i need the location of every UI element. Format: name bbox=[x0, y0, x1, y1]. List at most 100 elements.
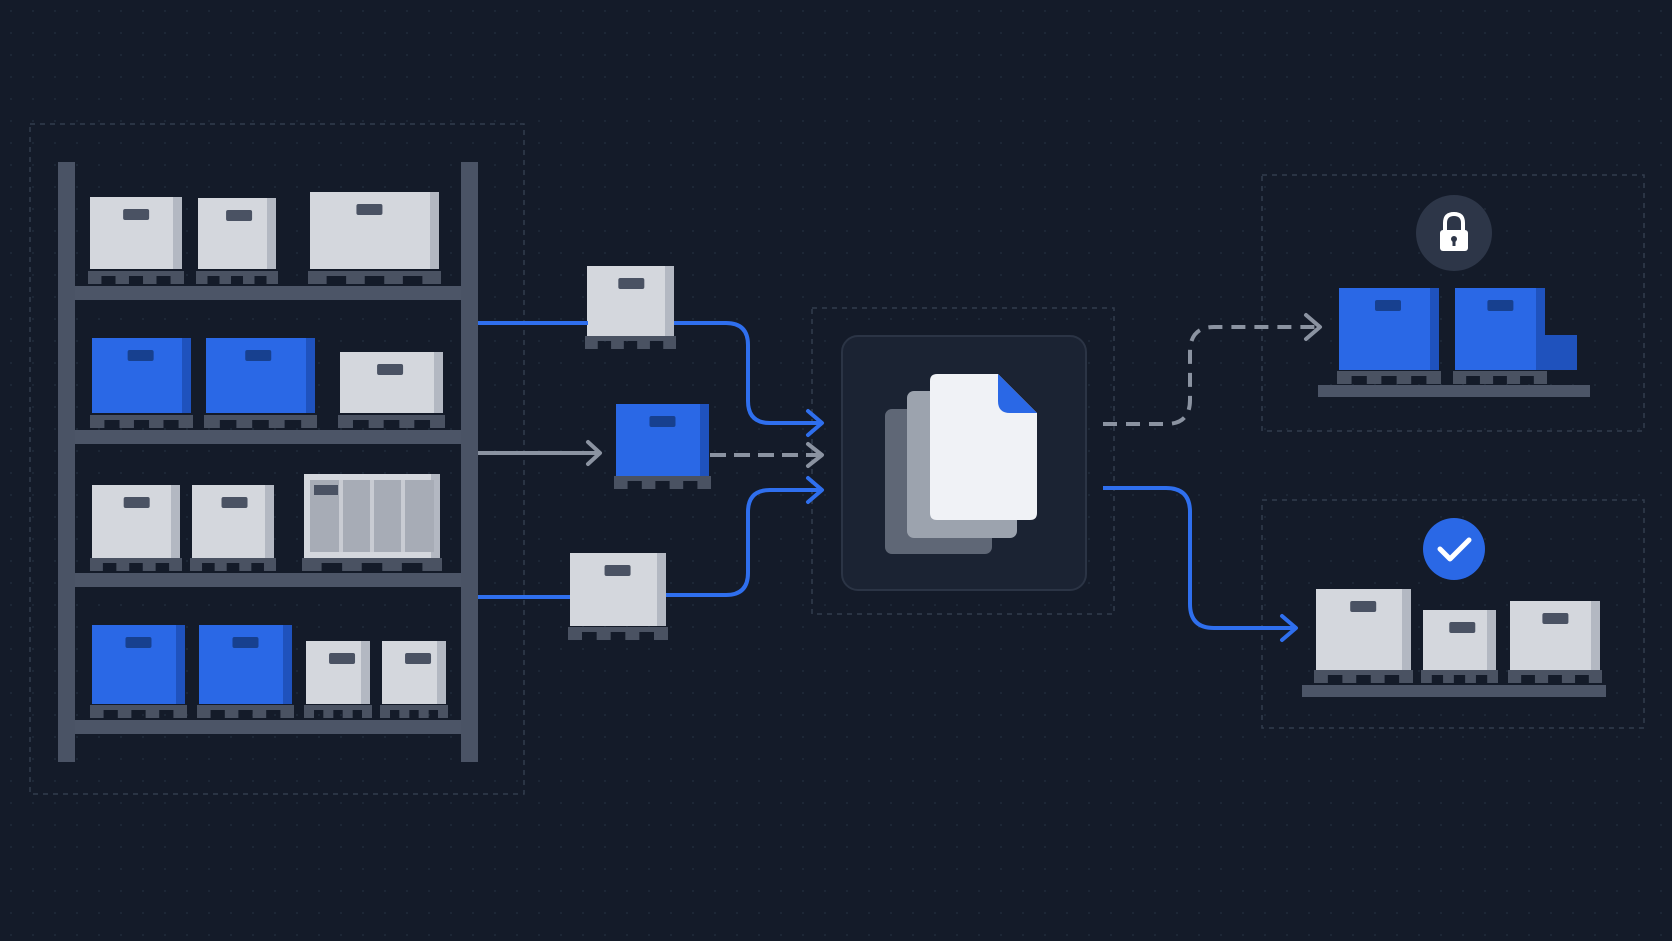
pallet-block bbox=[1421, 675, 1432, 683]
box-side bbox=[171, 485, 180, 558]
flow-arrow-blue bbox=[674, 321, 820, 425]
box-blue bbox=[92, 338, 191, 413]
box-label bbox=[329, 653, 356, 664]
pallet-block bbox=[342, 710, 353, 718]
rack-post-right bbox=[461, 162, 478, 762]
pallet bbox=[190, 558, 276, 563]
box-side bbox=[306, 338, 315, 413]
crate-slat bbox=[339, 480, 343, 552]
pallet-block bbox=[149, 420, 164, 428]
pallet-block bbox=[90, 710, 104, 718]
box-label bbox=[314, 485, 338, 495]
pallet-block bbox=[119, 420, 134, 428]
box-light bbox=[382, 641, 446, 704]
rack-shelf bbox=[75, 573, 461, 587]
pallet-block bbox=[143, 276, 157, 284]
pallet-block bbox=[1314, 675, 1328, 683]
box-label bbox=[1542, 613, 1569, 624]
pallet-block bbox=[697, 481, 711, 489]
approved-zone-frame bbox=[1261, 499, 1645, 729]
pallet-block bbox=[568, 632, 582, 640]
pallet bbox=[90, 558, 182, 563]
box-blue bbox=[199, 625, 292, 704]
pallet-block bbox=[338, 420, 353, 428]
box-label bbox=[356, 204, 383, 215]
box-side bbox=[657, 553, 666, 626]
box-blue bbox=[616, 404, 709, 476]
box-label bbox=[618, 278, 645, 289]
pallet-block bbox=[142, 563, 156, 571]
storage-zone-frame bbox=[29, 123, 525, 795]
box-side bbox=[267, 198, 276, 269]
box-side bbox=[665, 266, 674, 336]
pallet bbox=[1337, 371, 1441, 376]
flow-arrows-out bbox=[1103, 313, 1322, 642]
box-light bbox=[1423, 610, 1496, 670]
box-side bbox=[173, 197, 182, 269]
box-side bbox=[700, 404, 709, 476]
pallet-block bbox=[170, 276, 184, 284]
lock-keyhole bbox=[1452, 240, 1456, 246]
rack-shelf bbox=[75, 430, 461, 444]
box-side bbox=[437, 641, 446, 704]
pallet bbox=[1314, 670, 1413, 675]
pallet bbox=[1508, 670, 1602, 675]
box-blue bbox=[206, 338, 315, 413]
restricted-platform bbox=[1318, 385, 1590, 397]
box-light bbox=[306, 641, 370, 704]
pallet-block bbox=[641, 481, 656, 489]
box-label bbox=[405, 653, 432, 664]
pallet-block bbox=[611, 341, 624, 349]
box-side bbox=[176, 625, 185, 704]
pallet-block bbox=[178, 420, 193, 428]
pallet-block bbox=[614, 481, 628, 489]
pallet-block bbox=[1453, 376, 1467, 384]
arrowhead-icon bbox=[1304, 313, 1322, 341]
pallet-block bbox=[342, 563, 362, 571]
pallet bbox=[308, 271, 441, 276]
pallet-block bbox=[308, 276, 327, 284]
pallet-block bbox=[346, 276, 365, 284]
flow-arrows-in bbox=[478, 321, 824, 599]
pallet-block bbox=[304, 710, 314, 718]
box-side bbox=[361, 641, 370, 704]
pallet-block bbox=[1534, 675, 1549, 683]
arrowhead-icon bbox=[806, 442, 824, 468]
box-light bbox=[198, 198, 276, 269]
flow-arrow-gray-dashed bbox=[1103, 325, 1318, 426]
pallet-block bbox=[1399, 675, 1413, 683]
pallet-block bbox=[1366, 376, 1382, 384]
pallet bbox=[90, 705, 187, 710]
pallet-block bbox=[418, 710, 429, 718]
pallet-block bbox=[90, 563, 103, 571]
box-label bbox=[221, 497, 248, 508]
pallet-block bbox=[268, 420, 285, 428]
pallet bbox=[304, 705, 372, 710]
box-label bbox=[377, 364, 404, 375]
pallet-block bbox=[204, 420, 220, 428]
box-label bbox=[245, 350, 272, 361]
processing-panel bbox=[841, 335, 1087, 591]
pallet-block bbox=[88, 276, 102, 284]
document-corner-fold bbox=[998, 374, 1037, 413]
box-light bbox=[587, 266, 674, 336]
box-side bbox=[1487, 610, 1496, 670]
box-side bbox=[1591, 601, 1600, 670]
pallet-block bbox=[224, 710, 239, 718]
pallet-block bbox=[625, 632, 640, 640]
pallet-block bbox=[1396, 376, 1412, 384]
pallet bbox=[1453, 371, 1547, 376]
pallet-block bbox=[263, 563, 276, 571]
rack-shelf bbox=[75, 720, 461, 734]
pallet-block bbox=[384, 276, 403, 284]
inventory-boxes bbox=[88, 192, 1602, 718]
flow-arrow-blue bbox=[666, 488, 820, 597]
pallet-block bbox=[1465, 675, 1476, 683]
lock-icon bbox=[1416, 195, 1492, 271]
box-label bbox=[649, 416, 676, 427]
box-light bbox=[310, 192, 439, 269]
pallet bbox=[614, 476, 711, 481]
box-side bbox=[431, 474, 440, 558]
